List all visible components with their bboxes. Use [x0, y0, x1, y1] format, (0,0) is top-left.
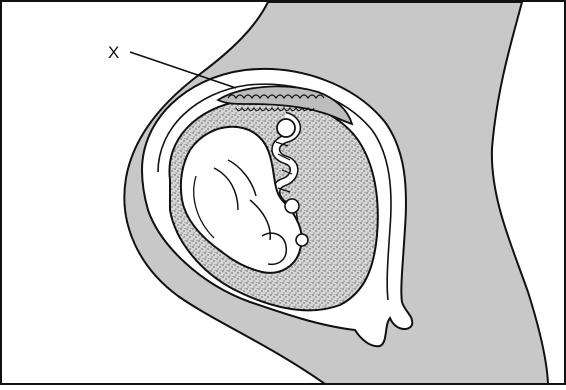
fetus-foot	[296, 234, 308, 246]
label-x: X	[108, 43, 119, 62]
cord-loop	[277, 119, 295, 137]
fetus-hand	[285, 199, 299, 213]
